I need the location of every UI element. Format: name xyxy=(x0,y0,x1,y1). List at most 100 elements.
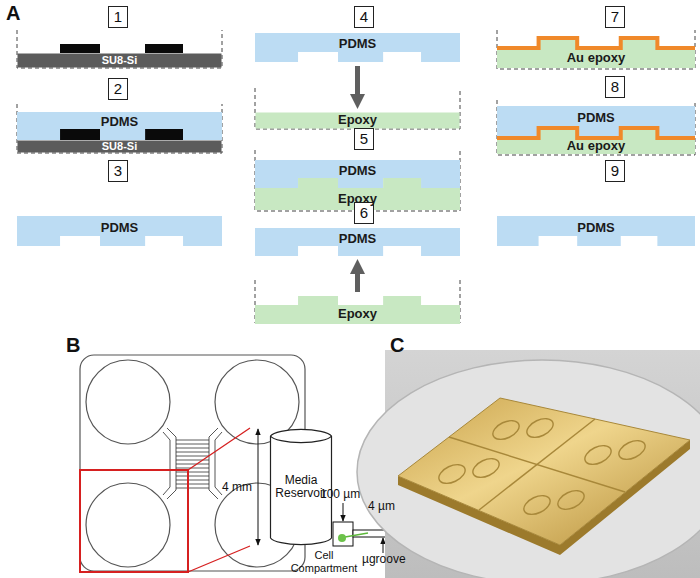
su8-silicon-layer: SU8-Si xyxy=(17,53,222,68)
well-imprint xyxy=(616,437,648,463)
box-outline xyxy=(18,141,222,153)
channel-wall xyxy=(209,428,218,499)
height-dimension xyxy=(258,429,259,545)
node-text: 5 xyxy=(360,131,368,148)
node-text: Au epoxy xyxy=(567,51,626,65)
layer-shape xyxy=(17,216,222,246)
pdms-layer: PDMS xyxy=(255,228,460,256)
panel-letter: A xyxy=(6,2,20,25)
node-text: Media Reservoir xyxy=(272,474,330,500)
step-number-box: 1 xyxy=(108,6,128,28)
process-arrow xyxy=(355,66,360,97)
node-text: 4 xyxy=(360,9,368,26)
well-imprint xyxy=(470,455,502,481)
dashed-bracket xyxy=(497,100,695,155)
well-imprint xyxy=(521,492,553,518)
node-text: 6 xyxy=(360,205,368,222)
panel-letter: C xyxy=(390,334,404,357)
pdms-layer: PDMS xyxy=(17,216,222,246)
node-text: SU8-Si xyxy=(102,140,137,152)
node-text: PDMS xyxy=(339,232,377,246)
box-outline xyxy=(109,79,128,100)
node-text: Epoxy xyxy=(338,113,377,127)
dimension-label: 4 mm xyxy=(222,481,252,495)
node-text: SU8-Si xyxy=(102,54,137,66)
node-text: PDMS xyxy=(577,221,615,235)
reservoir-wells xyxy=(86,360,299,567)
box-outline xyxy=(355,129,374,150)
box-outline xyxy=(109,161,128,182)
node-text: 7 xyxy=(611,9,619,26)
dashed-bracket xyxy=(17,104,222,153)
part-label: Cell Compartment xyxy=(284,549,364,574)
channel-wall xyxy=(215,432,222,495)
su8-feature xyxy=(145,44,183,53)
gold-epoxy-layer: Au epoxy xyxy=(497,36,695,68)
channels xyxy=(163,428,222,499)
pdms-layer: PDMS xyxy=(497,216,695,246)
well-imprint xyxy=(555,487,587,513)
gold-chip xyxy=(398,398,690,545)
box-outline xyxy=(606,7,625,28)
box-outline xyxy=(606,161,625,182)
node-text: Au epoxy xyxy=(567,139,626,153)
layer-shape xyxy=(497,106,695,136)
reservoir-well xyxy=(86,360,170,444)
layer-shape xyxy=(255,33,460,62)
step-number-box: 7 xyxy=(605,6,625,28)
pdms-layer: PDMS xyxy=(497,106,695,136)
well-imprint xyxy=(490,417,522,443)
epoxy-layer: Epoxy xyxy=(255,112,460,129)
node-text: Epoxy xyxy=(338,192,377,206)
layer-shape xyxy=(17,112,222,140)
node-text: 9 xyxy=(611,163,619,180)
dashed-bracket xyxy=(255,150,460,211)
node-text: 8 xyxy=(611,79,619,96)
step-number-box: 9 xyxy=(605,160,625,182)
layer-shape xyxy=(255,160,460,188)
layer-shape xyxy=(255,296,460,324)
well-imprint xyxy=(582,442,614,468)
box-outline xyxy=(355,203,374,224)
box-outline xyxy=(606,77,625,98)
dashed-bracket xyxy=(255,88,460,129)
node-text: PDMS xyxy=(101,221,139,235)
dashed-brackets xyxy=(17,30,695,323)
channel-wall xyxy=(167,428,176,499)
node-text: PDMS xyxy=(101,115,139,129)
dimension-label: 4 µm xyxy=(368,500,395,514)
zoom-lines xyxy=(188,428,250,572)
box-outline xyxy=(18,54,222,68)
pdms-layer: PDMS xyxy=(255,33,460,62)
dashed-bracket xyxy=(17,30,222,68)
pdms-layer: PDMS xyxy=(17,112,222,140)
su8-feature xyxy=(60,44,100,53)
gold-epoxy-layer: Au epoxy xyxy=(497,126,695,154)
chip-markings xyxy=(436,415,648,518)
layer-shape xyxy=(497,126,695,154)
channel-wall xyxy=(163,432,170,495)
su8-silicon-layer: SU8-Si xyxy=(17,140,222,153)
gold-coating xyxy=(497,128,695,138)
zoom-box xyxy=(80,470,188,572)
neurite xyxy=(345,533,368,537)
step-number-box: 2 xyxy=(108,78,128,100)
layer-shape xyxy=(497,216,695,246)
cell-compartment xyxy=(333,522,353,546)
box-outline xyxy=(109,7,128,28)
cylinder-rim xyxy=(271,436,332,443)
microgrooves xyxy=(176,440,209,488)
petri-dish xyxy=(357,360,700,578)
gold-coating xyxy=(497,38,695,48)
epoxy-layer: Epoxy xyxy=(255,296,460,324)
well-imprint xyxy=(436,461,468,487)
pointer-arrow xyxy=(343,503,344,521)
step-number-box: 4 xyxy=(354,6,374,28)
panel-letter: B xyxy=(66,334,80,357)
node-text: PDMS xyxy=(339,37,377,51)
pointer-arrow xyxy=(383,538,384,553)
reservoir-well xyxy=(86,483,170,567)
step-number-box: 3 xyxy=(108,160,128,182)
node-text: Epoxy xyxy=(338,307,377,321)
